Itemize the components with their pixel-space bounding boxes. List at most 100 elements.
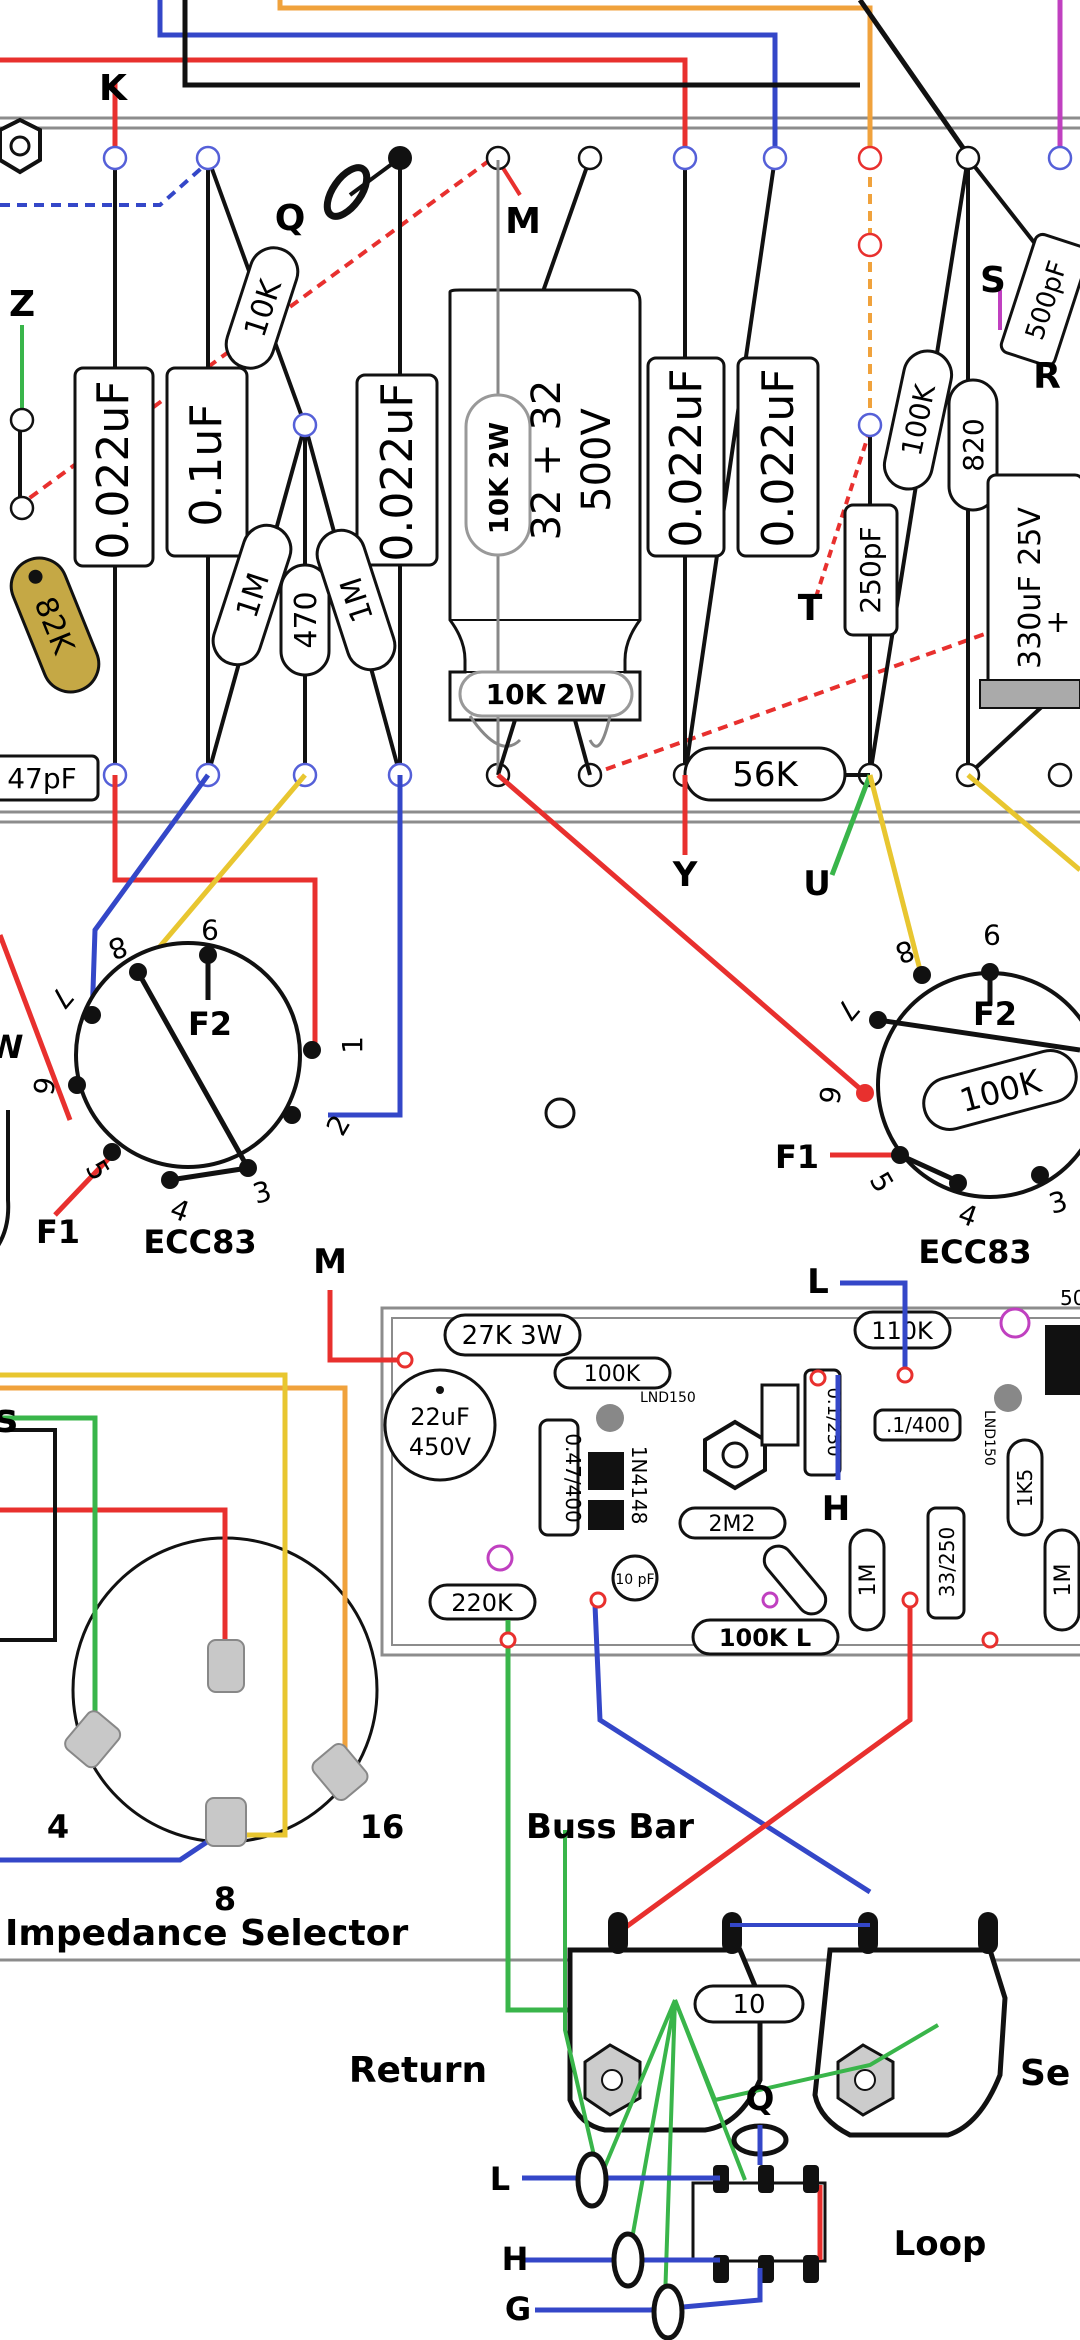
cap-01 [165, 366, 249, 558]
cap-label: 0.022uF [88, 380, 139, 559]
pcb-label: 27K 3W [462, 1321, 563, 1351]
dashed-blue [0, 163, 207, 207]
pin-number: 7 [43, 980, 80, 1015]
r-2m2 [678, 1506, 787, 1540]
loop-switch [522, 2125, 827, 2340]
turret [762, 145, 788, 171]
return-label: Return [349, 2050, 487, 2091]
c-1-400 [873, 1408, 962, 1442]
socket-pin [129, 963, 147, 981]
loop-switch-body [691, 2181, 827, 2263]
imp-4-label: 4 [47, 1808, 69, 1846]
resistor-10k [224, 246, 300, 370]
turret [672, 145, 698, 171]
k-label: K [99, 68, 128, 109]
pin-number: 6 [812, 1083, 848, 1106]
imp-16-label: 16 [360, 1808, 405, 1846]
pin-number: 6 [26, 1074, 62, 1097]
turret [1047, 762, 1073, 788]
wire-black-selector [0, 1428, 57, 1642]
pcb-label: 0.1/250 [823, 1387, 844, 1456]
wire-orange-top [277, 0, 873, 155]
cap-0022-4 [736, 356, 820, 558]
resistor-label: 10K 2W [485, 422, 515, 534]
r-100k [553, 1356, 672, 1390]
cap-label: 0.022uF [372, 382, 423, 561]
pin-number: 1 [336, 1036, 369, 1054]
h-lower-label: H [502, 2240, 529, 2278]
socket-pin [199, 946, 217, 964]
socket-pin [103, 1143, 121, 1161]
u-label: U [803, 864, 831, 904]
pcb-label: 1K5 [1013, 1469, 1037, 1508]
f2-label-left: F2 [188, 1005, 232, 1043]
wire-yellow-right-exit [966, 773, 1080, 872]
small-cap [760, 1383, 800, 1447]
cap-47pf [0, 754, 100, 802]
socket-pin [283, 1106, 301, 1124]
r-label: R [1033, 356, 1061, 397]
resistor-label: 470 [289, 591, 324, 648]
pin-number: 9 [201, 913, 219, 946]
ecc83-label-right: ECC83 [918, 1233, 1031, 1271]
resistor-100k-top [882, 349, 954, 491]
l-upper-label: L [807, 1262, 829, 1302]
resistor-10k2w-a [464, 393, 532, 557]
r-1m-b [1043, 1528, 1080, 1632]
lug-g [651, 2283, 685, 2340]
cap-label: 0.022uF [753, 368, 804, 547]
s-label: S [980, 260, 1006, 301]
buss-bar-wire [563, 1830, 597, 2161]
pot-100kl [691, 1618, 840, 1656]
wire-red-right-pin6 [496, 773, 867, 1095]
pcb-label: 220K [451, 1589, 514, 1617]
tube-socket-left [68, 941, 321, 1189]
r-1k5 [1006, 1438, 1044, 1537]
q-label: Q [275, 198, 306, 239]
pin-number: 3 [1045, 1184, 1071, 1220]
wire-green-buss [505, 1620, 570, 2013]
cap-label: 330uF 25V [1013, 507, 1048, 669]
pcb-label: LND150 [640, 1390, 696, 1406]
wire-blue-pin7 [89, 773, 211, 1021]
socket-pin [869, 1011, 887, 1029]
wire-red-pcb-return [613, 1605, 913, 1938]
turret [9, 407, 35, 433]
pin-number: 4 [954, 1197, 982, 1234]
turret [955, 145, 981, 171]
cap-label: 0.1uF [181, 403, 232, 526]
socket-pin [981, 963, 999, 981]
pin-number: 5 [863, 1166, 900, 1198]
socket-pin [891, 1146, 909, 1164]
pcb-label: 1N4148 [627, 1446, 651, 1525]
r-1m-a [848, 1528, 886, 1632]
resistors-angled: 10K 1M 470 1M 82K 47pF [0, 246, 397, 802]
resistor-1m-b [315, 528, 397, 672]
resistor-82k [9, 556, 101, 694]
pcb-label: 50 [1060, 1286, 1080, 1310]
c-33-250 [926, 1506, 966, 1620]
turret [857, 145, 883, 171]
socket-outline [74, 941, 302, 1169]
wire-yellow-right-pin8 [867, 774, 923, 971]
lug-l [575, 2151, 609, 2209]
socket-pin [913, 966, 931, 984]
lnd150-a [596, 1404, 624, 1432]
pcb-label: 100K [584, 1362, 641, 1387]
lead-cap5 [683, 157, 777, 776]
pin-number: 9 [983, 918, 1001, 951]
pcb-wires [327, 1280, 913, 2013]
cap-500pf [999, 232, 1080, 368]
turret [857, 412, 883, 438]
c-047 [538, 1418, 580, 1537]
wire-green-u [829, 774, 873, 876]
preamp-pcb: 27K 3W 110K 50 22uF 450V 100K LND150 0.4… [380, 1286, 1080, 1657]
wire-blue-top [157, 0, 778, 155]
wire-red-left-pin6 [0, 934, 73, 1121]
pcb-pads [396, 1351, 999, 1649]
wire-blue-selector [0, 1837, 212, 1863]
cap-label: 250pF [854, 526, 887, 613]
socket-pin [239, 1159, 257, 1177]
wire-green-selector [0, 1415, 98, 1745]
selector-lug [207, 1639, 245, 1693]
